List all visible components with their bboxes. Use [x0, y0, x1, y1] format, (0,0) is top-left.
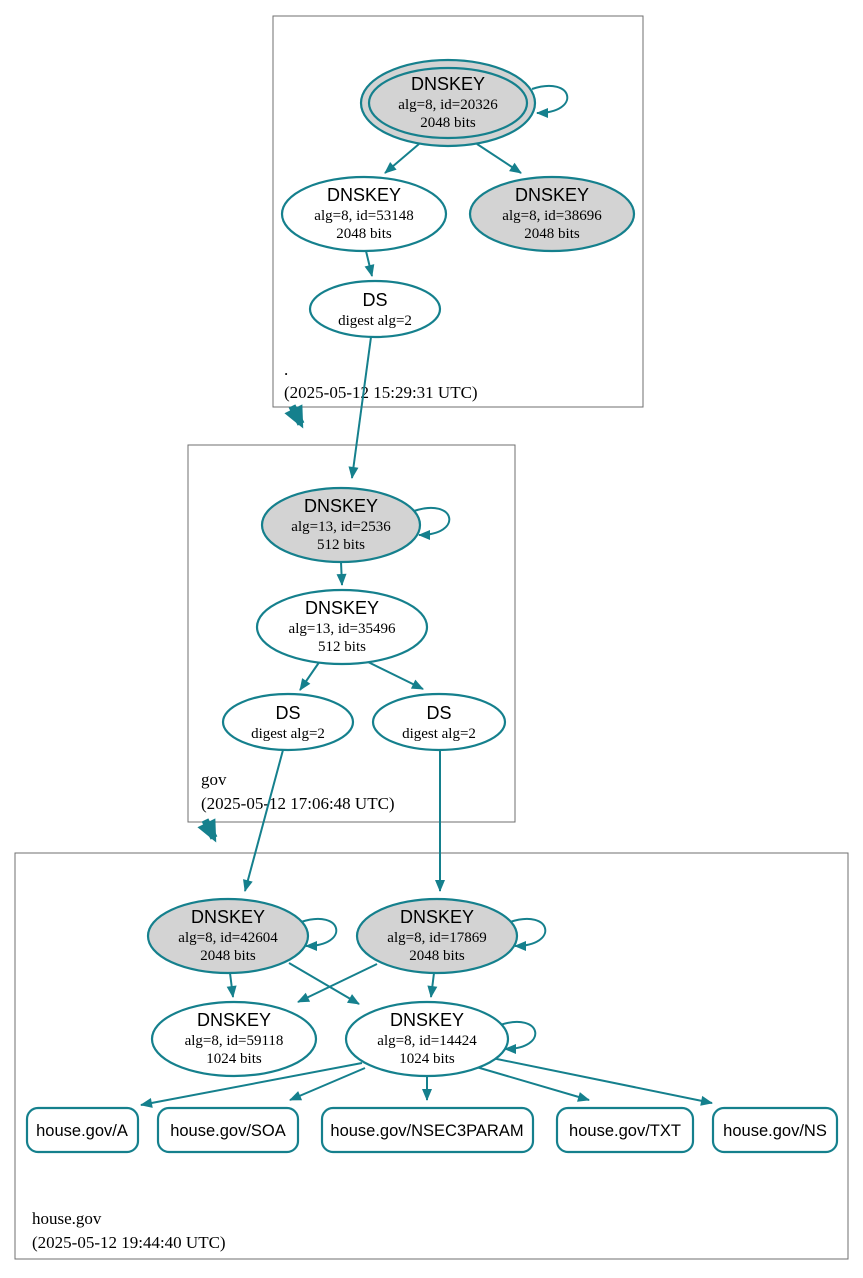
edge-zsk14424-to-rrset-txt: [472, 1065, 590, 1102]
rrset-node-txt: house.gov/TXT: [555, 1106, 695, 1154]
dnskey-bits: 2048 bits: [409, 948, 465, 964]
edge-root-ds-to-gov-ksk2536: [348, 336, 372, 479]
ds-node-gov-2: DS digest alg=2: [371, 692, 507, 752]
dnskey-node-53148: DNSKEY alg=8, id=53148 2048 bits: [280, 175, 448, 253]
self-loop-zsk14424: [499, 1020, 537, 1054]
ds-title: DS: [362, 290, 387, 310]
dnskey-bits: 1024 bits: [399, 1051, 455, 1067]
zone-box-root: [272, 15, 644, 408]
dnskey-alg-id: alg=8, id=53148: [314, 208, 413, 224]
dnskey-node-35496: DNSKEY alg=13, id=35496 512 bits: [255, 588, 429, 666]
edge-ksk17869-to-zsk14424: [427, 972, 438, 998]
dnskey-title: DNSKEY: [411, 74, 485, 94]
dnskey-bits: 512 bits: [317, 537, 365, 553]
edge-zsk14424-to-rrset-soa: [289, 1067, 366, 1101]
dnskey-alg-id: alg=8, id=42604: [178, 930, 278, 946]
rrset-label: house.gov/NS: [723, 1122, 827, 1140]
dnskey-title: DNSKEY: [304, 496, 378, 516]
self-loop-ksk2536: [413, 506, 451, 540]
edge-zsk14424-to-rrset-a: [140, 1062, 363, 1108]
zone-box-housegov: [14, 852, 849, 1260]
edge-ksk2536-to-zsk35496: [336, 561, 347, 586]
rrset-node-a: house.gov/A: [25, 1106, 140, 1154]
dnskey-title: DNSKEY: [197, 1010, 271, 1030]
dnskey-bits: 2048 bits: [420, 115, 476, 131]
edge-zsk35496-to-ds2: [365, 660, 424, 690]
dnskey-title: DNSKEY: [305, 598, 379, 618]
dnskey-title: DNSKEY: [390, 1010, 464, 1030]
zone-label-root: .: [284, 360, 288, 379]
edge-ksk42604-to-zsk14424: [288, 962, 360, 1005]
edge-ksk17869-to-zsk59118: [297, 963, 378, 1003]
rrset-node-nsec3param: house.gov/NSEC3PARAM: [320, 1106, 535, 1154]
zone-box-gov: [187, 444, 516, 823]
dnskey-alg-id: alg=13, id=35496: [289, 621, 396, 637]
dnskey-title: DNSKEY: [327, 185, 401, 205]
ds-title: DS: [275, 703, 300, 723]
dnskey-bits: 2048 bits: [336, 226, 392, 242]
dnskey-alg-id: alg=8, id=20326: [398, 97, 498, 113]
rrset-label: house.gov/TXT: [569, 1122, 681, 1140]
edge-zsk53148-to-ds: [364, 250, 375, 277]
rrset-label: house.gov/SOA: [170, 1122, 286, 1140]
zone-timestamp-housegov: (2025-05-12 19:44:40 UTC): [32, 1233, 226, 1252]
zone-label-housegov: house.gov: [32, 1209, 102, 1228]
edge-gov-ds1-to-ksk42604: [243, 749, 284, 892]
dnskey-node-42604-ksk: DNSKEY alg=8, id=42604 2048 bits: [146, 897, 310, 975]
dnskey-bits: 1024 bits: [206, 1051, 262, 1067]
dnskey-node-17869-ksk: DNSKEY alg=8, id=17869 2048 bits: [355, 897, 519, 975]
edge-ksk20326-to-zsk53148: [384, 143, 420, 174]
dnskey-node-59118: DNSKEY alg=8, id=59118 1024 bits: [150, 1000, 318, 1078]
dnskey-bits: 2048 bits: [524, 226, 580, 242]
dnskey-bits: 2048 bits: [200, 948, 256, 964]
self-loop-ksk17869: [509, 917, 547, 951]
self-loop-ksk42604: [300, 917, 338, 951]
edge-zsk14424-to-rrset-ns: [491, 1057, 713, 1106]
dnskey-node-38696: DNSKEY alg=8, id=38696 2048 bits: [468, 175, 636, 253]
delegation-arrow-root-to-gov: [284, 404, 305, 429]
dnskey-alg-id: alg=8, id=38696: [502, 208, 602, 224]
edge-ksk20326-to-key38696: [476, 143, 522, 174]
dnskey-title: DNSKEY: [515, 185, 589, 205]
ds-title: DS: [426, 703, 451, 723]
dnskey-node-2536-ksk: DNSKEY alg=13, id=2536 512 bits: [260, 486, 422, 564]
ds-digest: digest alg=2: [338, 313, 412, 329]
dnskey-alg-id: alg=8, id=59118: [185, 1033, 284, 1049]
dnskey-node-20326-ksk: DNSKEY alg=8, id=20326 2048 bits: [359, 58, 537, 148]
rrset-label: house.gov/A: [36, 1122, 128, 1140]
dnskey-node-14424: DNSKEY alg=8, id=14424 1024 bits: [344, 1000, 510, 1078]
ds-node-gov-1: DS digest alg=2: [221, 692, 355, 752]
edge-ksk42604-to-zsk59118: [226, 972, 237, 998]
edge-zsk35496-to-ds1: [299, 660, 321, 691]
self-loop-ksk20326: [531, 84, 569, 118]
dnskey-title: DNSKEY: [191, 907, 265, 927]
delegation-arrow-gov-to-housegov: [197, 818, 218, 843]
zone-timestamp-root: (2025-05-12 15:29:31 UTC): [284, 383, 478, 402]
dnskey-alg-id: alg=8, id=14424: [377, 1033, 477, 1049]
dnskey-alg-id: alg=13, id=2536: [291, 519, 391, 535]
ds-node-root: DS digest alg=2: [308, 279, 442, 339]
dnskey-bits: 512 bits: [318, 639, 366, 655]
rrset-node-ns: house.gov/NS: [711, 1106, 839, 1154]
rrset-label: house.gov/NSEC3PARAM: [330, 1122, 523, 1140]
zone-label-gov: gov: [201, 770, 227, 789]
dnskey-alg-id: alg=8, id=17869: [387, 930, 486, 946]
ds-digest: digest alg=2: [402, 726, 476, 742]
ds-digest: digest alg=2: [251, 726, 325, 742]
rrset-node-soa: house.gov/SOA: [156, 1106, 300, 1154]
dnskey-title: DNSKEY: [400, 907, 474, 927]
zone-timestamp-gov: (2025-05-12 17:06:48 UTC): [201, 794, 395, 813]
